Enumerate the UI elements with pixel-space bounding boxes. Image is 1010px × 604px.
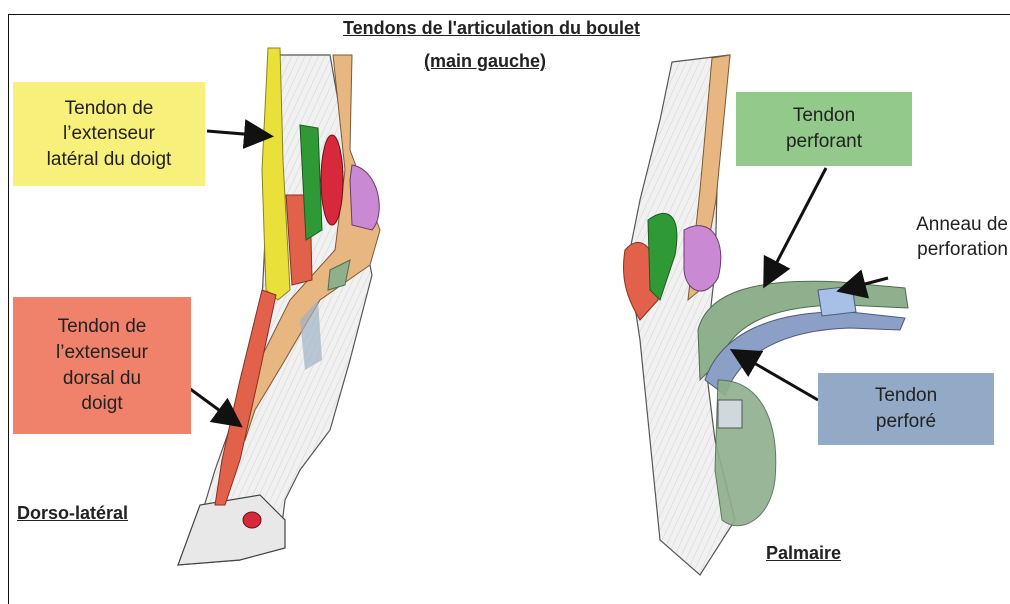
left-violet-structure <box>350 165 379 230</box>
left-crimson-muscle <box>321 135 343 225</box>
right-violet-structure <box>684 226 721 291</box>
label-dorsal-extensor: Tendon de l’extenseur dorsal du doigt <box>13 297 191 434</box>
left-hoof <box>178 495 285 565</box>
arrow-perforant <box>766 168 826 283</box>
label-perfore: Tendon perforé <box>818 373 994 445</box>
label-lateral-extensor: Tendon de l’extenseur latéral du doigt <box>13 82 205 186</box>
view-label-right: Palmaire <box>766 543 841 564</box>
right-ring <box>818 286 856 316</box>
left-limb <box>178 48 380 565</box>
view-label-left: Dorso-latéral <box>17 503 128 524</box>
arrow-lateral-extensor <box>207 131 268 136</box>
label-perforant: Tendon perforant <box>736 92 912 166</box>
label-anneau: Anneau de perforation <box>884 213 1008 262</box>
